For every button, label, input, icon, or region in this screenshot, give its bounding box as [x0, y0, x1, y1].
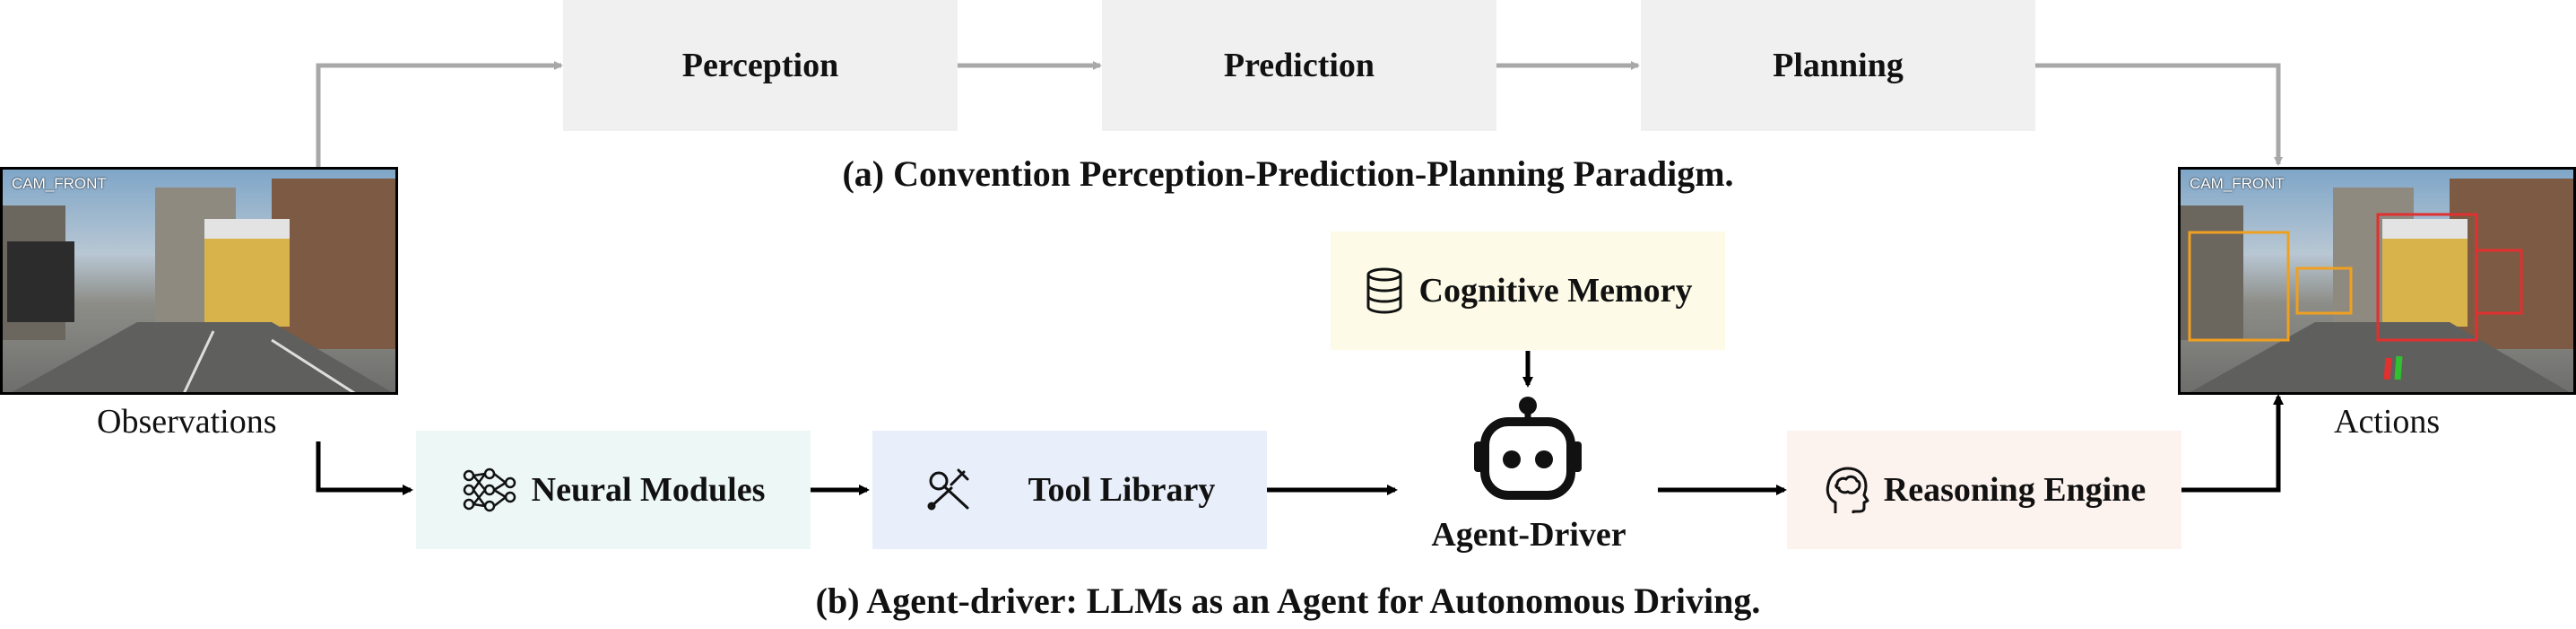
cognitive-memory-box: Cognitive Memory	[1331, 232, 1725, 350]
planning-label: Planning	[1773, 47, 1904, 84]
reasoning-engine-box: Reasoning Engine	[1787, 431, 2181, 549]
perception-box: Perception	[563, 0, 958, 131]
camera-label: CAM_FRONT	[2190, 175, 2285, 192]
neural-modules-label: Neural Modules	[531, 471, 766, 509]
tool-library-label: Tool Library	[1028, 471, 1216, 509]
street-scene-icon	[3, 179, 395, 392]
agent-arrows	[316, 351, 2284, 495]
brain-head-icon	[1823, 465, 1869, 515]
database-icon	[1364, 267, 1405, 314]
actions-label: Actions	[2334, 403, 2441, 441]
neural-modules-box: Neural Modules	[416, 431, 811, 549]
agent-driver-label: Agent-Driver	[1431, 516, 1626, 554]
prediction-box: Prediction	[1102, 0, 1496, 131]
observation-camera-image: CAM_FRONT	[0, 167, 398, 395]
prediction-label: Prediction	[1223, 47, 1375, 84]
perception-label: Perception	[681, 47, 839, 84]
tool-library-box: Tool Library	[872, 431, 1267, 549]
street-scene-annotated-icon	[2181, 179, 2573, 392]
paradigm-arrows	[316, 61, 2283, 167]
observations-label: Observations	[97, 403, 277, 441]
caption-b: (b) Agent-driver: LLMs as an Agent for A…	[815, 581, 1761, 621]
robot-icon	[1465, 395, 1591, 502]
caption-a: (a) Convention Perception-Prediction-Pla…	[842, 153, 1734, 194]
tools-icon	[924, 467, 975, 513]
network-icon	[462, 467, 517, 513]
reasoning-engine-label: Reasoning Engine	[1883, 471, 2147, 509]
camera-label: CAM_FRONT	[12, 175, 107, 192]
planning-box: Planning	[1641, 0, 2035, 131]
actions-camera-image: CAM_FRONT	[2178, 167, 2576, 395]
cognitive-memory-label: Cognitive Memory	[1418, 272, 1693, 310]
